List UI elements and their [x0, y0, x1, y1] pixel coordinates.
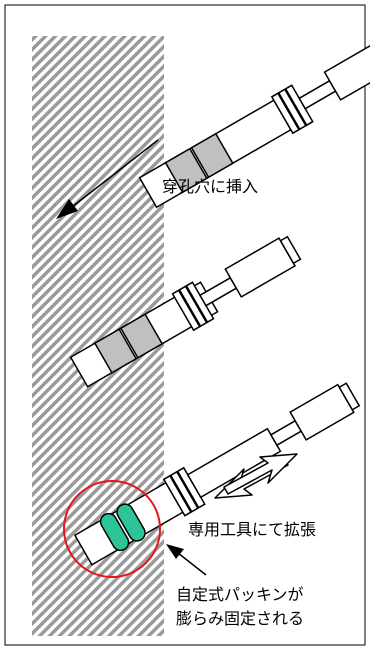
- anchor-tube-1: [138, 38, 370, 209]
- arrow-down-left-icon: [56, 139, 159, 219]
- arrow-pointer-icon: [166, 544, 207, 576]
- highlight-circle: [63, 480, 161, 578]
- expand-label: 専用工具にて拡張: [188, 520, 316, 539]
- tube-band: [119, 313, 164, 359]
- packing-ring: [116, 503, 146, 542]
- tube-band: [93, 328, 138, 374]
- double-headed-arrow-icon: [214, 453, 298, 499]
- tube-ring: [171, 289, 201, 332]
- tube-handle-cap: [338, 382, 361, 411]
- anchor-tube-3: [73, 382, 361, 566]
- packing-ring: [99, 512, 130, 552]
- tube-ring: [162, 474, 192, 517]
- tube-ring: [178, 285, 208, 328]
- tube-ring: [277, 88, 307, 131]
- tube-band: [190, 132, 234, 179]
- tube-ring: [270, 92, 300, 135]
- anchor-tube-2: [69, 235, 302, 388]
- tube-handle: [323, 38, 370, 101]
- tube-ring: [169, 470, 199, 513]
- tube-band: [164, 147, 208, 194]
- tube-handle-cap: [279, 235, 302, 265]
- packing-label-line2: 膨らみ固定される: [176, 609, 304, 628]
- packing-label-line1: 自定式パッキンが: [176, 585, 304, 604]
- insert-label: 穿孔穴に挿入: [162, 177, 258, 196]
